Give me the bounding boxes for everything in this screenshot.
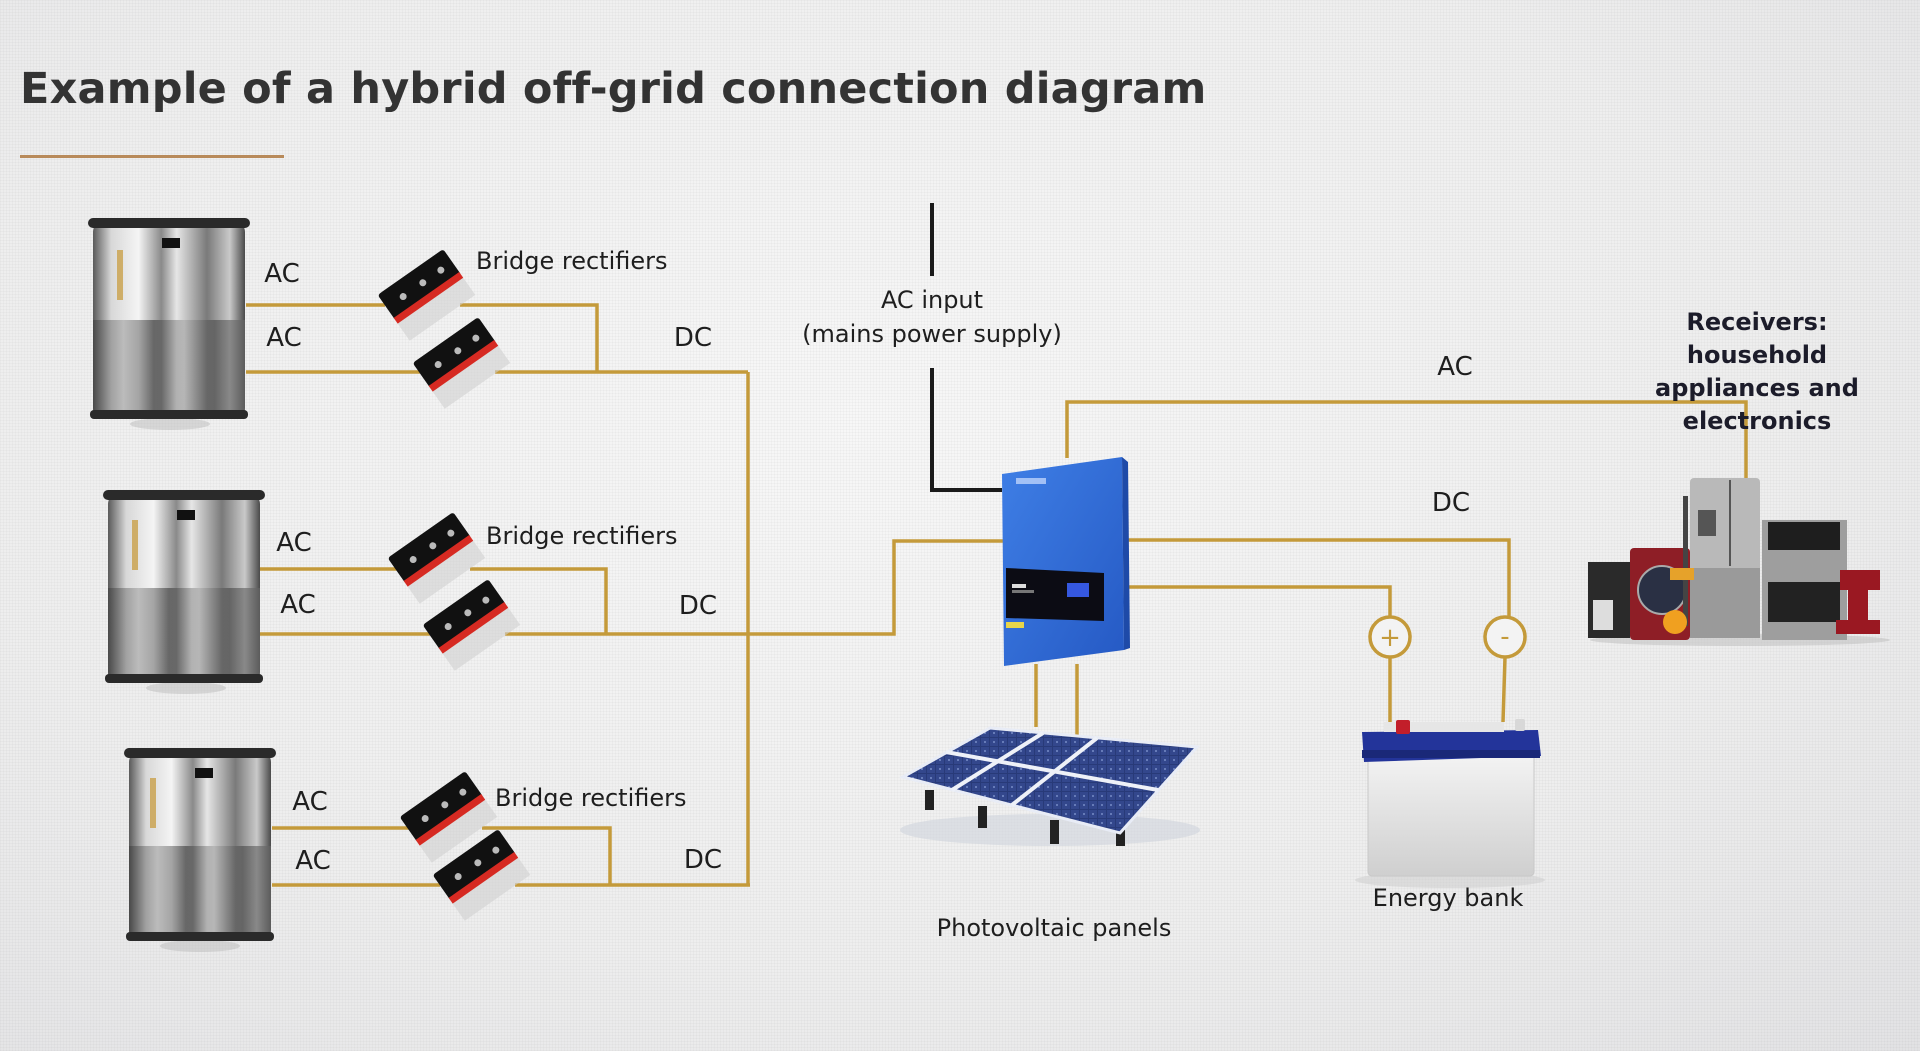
bridge-rectifier-icon	[413, 318, 511, 409]
negative-terminal-sign: -	[1500, 622, 1509, 652]
hybrid-inverter	[1002, 457, 1130, 666]
bridge-rectifier-icon	[400, 772, 498, 863]
receivers-line-4: electronics	[1682, 407, 1832, 435]
battery-terminal-positive: +	[1368, 615, 1412, 659]
bridge-rectifier-icon	[433, 830, 531, 921]
photovoltaic-panels	[899, 726, 1201, 846]
t3-rectifier-label: Bridge rectifiers	[495, 784, 687, 812]
t1-rectifier-label: Bridge rectifiers	[476, 247, 668, 275]
battery-terminal-negative: -	[1483, 615, 1527, 659]
ac-input-label: AC input	[880, 286, 984, 314]
wire-dc-positive	[1124, 585, 1392, 617]
positive-terminal-sign: +	[1379, 623, 1401, 653]
wind-turbine-2	[103, 490, 265, 694]
wire-t2-rect-top-out	[470, 567, 608, 634]
bridge-rectifier-icon	[388, 513, 486, 604]
rectifier-group	[378, 250, 531, 921]
energy-bank-battery	[1355, 719, 1545, 888]
positive-terminal-icon	[1368, 615, 1412, 659]
wire-dc-negative	[1124, 538, 1511, 617]
page-title: Example of a hybrid off-grid connection …	[20, 64, 1207, 114]
inverter-icon	[1002, 457, 1124, 666]
wire-t3-rect-top-out	[482, 826, 612, 885]
t2-ac-label-bottom: AC	[280, 590, 316, 620]
inverter-display	[1006, 568, 1104, 621]
wire-group	[246, 303, 1748, 887]
wire-battery-negative	[1501, 656, 1507, 723]
wind-turbine-3	[124, 748, 276, 952]
wire-ac-output	[1065, 400, 1748, 478]
bridge-rectifier-icon	[423, 580, 521, 671]
household-appliances	[1588, 478, 1890, 646]
mains-wire-group	[930, 203, 1002, 492]
vacuum-icon	[1683, 496, 1688, 626]
output-ac-label: AC	[1437, 352, 1473, 382]
t3-dc-label: DC	[683, 845, 723, 875]
t1-dc-label: DC	[673, 323, 713, 353]
wire-t2-dc-to-inverter	[505, 539, 1003, 636]
receivers-line-1: Receivers:	[1686, 308, 1828, 336]
negative-terminal-icon	[1483, 615, 1527, 659]
solar-panel-icon	[899, 726, 1201, 835]
t3-ac-label-bottom: AC	[295, 846, 331, 876]
ac-input-sublabel: (mains power supply)	[802, 320, 1062, 348]
wind-turbine-1	[88, 218, 250, 430]
output-dc-label: DC	[1431, 488, 1471, 518]
stand-mixer-icon	[1836, 570, 1880, 634]
t1-ac-label-bottom: AC	[266, 323, 302, 353]
battery-icon	[1367, 751, 1535, 877]
wire-mains-bottom	[930, 368, 1002, 492]
t2-ac-label-top: AC	[276, 528, 312, 558]
receivers-line-3: appliances and	[1655, 374, 1859, 402]
t2-dc-label: DC	[678, 591, 718, 621]
t3-ac-label-top: AC	[292, 787, 328, 817]
receivers-label: Receivers: household appliances and elec…	[1655, 306, 1859, 438]
title-underline	[20, 155, 284, 158]
t1-ac-label-top: AC	[264, 259, 300, 289]
bridge-rectifier-icon	[378, 250, 476, 341]
receivers-line-2: household	[1686, 341, 1828, 369]
t2-rectifier-label: Bridge rectifiers	[486, 522, 678, 550]
pv-panels-label: Photovoltaic panels	[936, 914, 1172, 942]
energy-bank-label: Energy bank	[1372, 884, 1524, 912]
wire-t1-rect-top-out	[460, 303, 599, 372]
